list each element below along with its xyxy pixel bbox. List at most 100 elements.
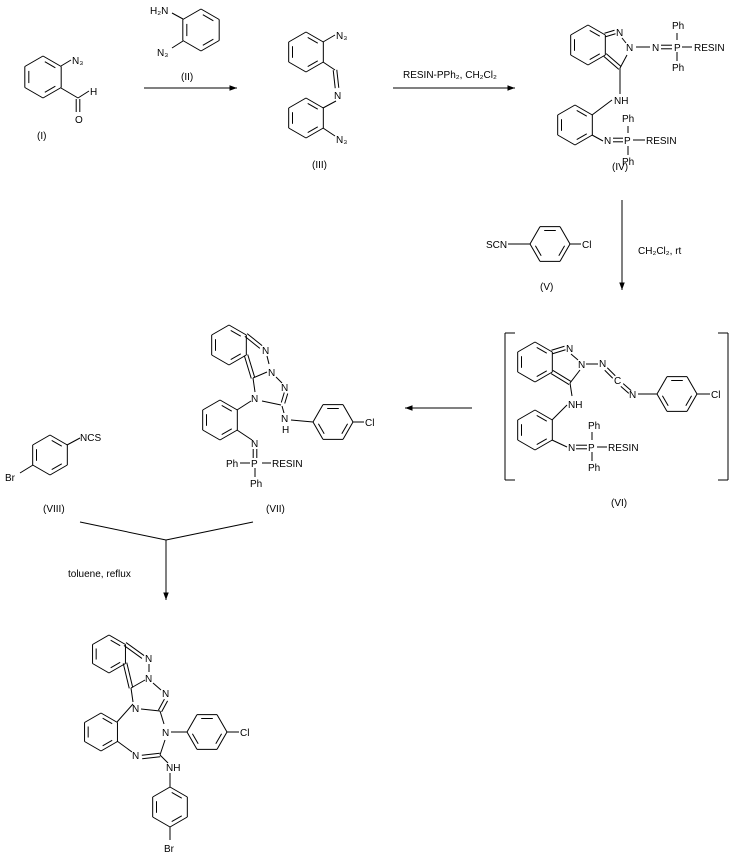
atom-label: N xyxy=(626,43,633,54)
arrowhead-icon xyxy=(163,592,169,600)
double-bond xyxy=(550,373,570,385)
ring-bond xyxy=(517,409,536,421)
ring-bond xyxy=(219,429,238,441)
compound-VII: N N N N N H Cl N P Ph RESIN Ph (VII) xyxy=(226,346,374,515)
bond xyxy=(591,99,613,116)
ring-bond xyxy=(216,714,228,733)
bond xyxy=(619,54,628,69)
bond xyxy=(159,739,166,756)
ring-bond xyxy=(84,741,102,752)
bond xyxy=(171,12,184,20)
atom-label: Ph xyxy=(588,463,600,474)
ring-bond xyxy=(529,243,541,262)
ring-bond xyxy=(100,741,118,752)
ring-bond xyxy=(570,24,589,36)
aromatic-inner-bond xyxy=(44,61,56,69)
atom-label: N xyxy=(145,654,152,665)
bond xyxy=(116,703,134,723)
ring-bond xyxy=(534,439,553,451)
arrowhead-icon xyxy=(229,85,237,91)
ring-bond xyxy=(559,226,571,245)
ring-bond xyxy=(557,134,576,146)
double-bond xyxy=(161,700,169,713)
bond xyxy=(130,679,146,689)
aromatic-inner-bond xyxy=(102,739,113,747)
bond xyxy=(261,400,282,406)
ring-bond xyxy=(92,634,110,645)
ring-bond xyxy=(342,421,354,440)
ring-bond xyxy=(517,439,536,451)
atom-label: Br xyxy=(5,473,16,484)
atom-label: N xyxy=(616,28,623,39)
atom-label: Cl xyxy=(365,418,374,429)
compound-V: SCN Cl (V) xyxy=(486,240,591,293)
atom-label: P xyxy=(624,136,631,147)
atom-label: Br xyxy=(164,844,175,855)
atom-label: Ph xyxy=(622,157,634,168)
ring-bond xyxy=(202,429,221,441)
aromatic-inner-bond xyxy=(317,423,325,435)
bond xyxy=(591,134,604,142)
ring-bond xyxy=(288,31,307,43)
atom-label: RESIN xyxy=(646,136,677,147)
double-bond xyxy=(244,336,261,349)
ring-bond xyxy=(305,127,324,139)
ring-bond xyxy=(557,104,576,116)
atom-label: P xyxy=(251,459,258,470)
double-bond xyxy=(142,756,161,760)
compound-I: N₃ H O (I) xyxy=(37,56,97,142)
bond xyxy=(252,371,268,379)
atom-label: N xyxy=(268,368,275,379)
bond xyxy=(66,437,81,446)
step2-conditions: RESIN-PPh₂, CH₂Cl₂ xyxy=(403,70,497,81)
atom-label: N xyxy=(578,360,585,371)
double-bond xyxy=(603,55,620,70)
compound-label: (VII) xyxy=(266,504,285,515)
atom-label: Cl xyxy=(711,390,720,401)
compound-label: (III) xyxy=(312,160,327,171)
atom-label: RESIN xyxy=(608,443,639,454)
aromatic-inner-bond xyxy=(202,14,214,22)
aromatic-inner-bond xyxy=(536,414,548,422)
double-bond xyxy=(280,392,285,403)
aromatic-inner-bond xyxy=(44,85,56,93)
ring-bond xyxy=(305,61,324,73)
bond xyxy=(236,429,253,441)
bonds-layer xyxy=(19,8,729,840)
step5-conditions: toluene, reflux xyxy=(68,569,131,580)
ring-bond xyxy=(152,816,171,828)
double-bond xyxy=(122,663,130,689)
bond xyxy=(290,419,314,423)
ring-bond xyxy=(24,55,44,67)
compound-VIII: NCS Br (VIII) xyxy=(5,433,101,515)
atom-label: N xyxy=(162,689,169,700)
ring-bond xyxy=(534,341,553,353)
ring-bond xyxy=(288,61,307,73)
atom-label: N xyxy=(604,136,611,147)
atom-label: P xyxy=(588,443,595,454)
aromatic-inner-bond xyxy=(202,38,214,46)
double-bond xyxy=(336,69,340,88)
ring-bond xyxy=(108,663,126,674)
atom-label: N xyxy=(334,91,341,102)
aromatic-inner-bond xyxy=(661,395,669,407)
atom-label: N xyxy=(281,383,288,394)
atom-label: NH xyxy=(614,96,628,107)
ring-bond xyxy=(24,87,44,99)
ring-bond xyxy=(202,399,221,411)
double-bond xyxy=(123,645,143,659)
ring-bond xyxy=(211,324,230,336)
bond xyxy=(116,740,133,753)
atom-label: N xyxy=(132,704,139,715)
atom-label: SCN xyxy=(486,240,507,251)
bond xyxy=(266,355,270,365)
atom-label: Ph xyxy=(672,21,684,32)
bond xyxy=(252,377,256,393)
ring-bond xyxy=(342,404,354,423)
atom-label: N xyxy=(629,390,636,401)
bond xyxy=(275,376,283,384)
double-bond xyxy=(157,698,165,711)
ring-bond xyxy=(656,393,668,412)
aromatic-inner-bond xyxy=(230,329,242,337)
double-bond xyxy=(605,33,616,38)
